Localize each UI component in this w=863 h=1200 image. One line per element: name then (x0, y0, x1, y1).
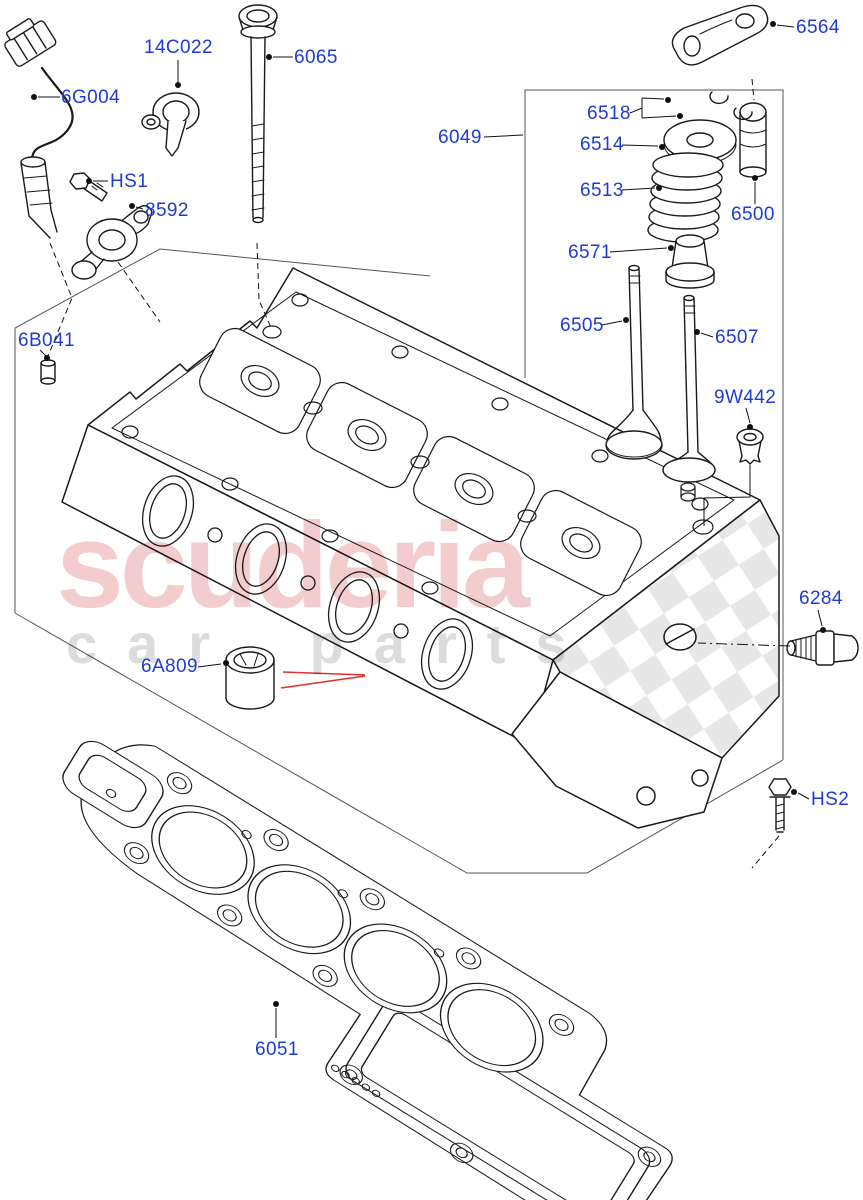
part-6507-exhaust-valve (662, 294, 716, 483)
part-label-6G004: 6G004 (61, 87, 121, 108)
front-ports (141, 475, 474, 690)
leader-dashed-lines (47, 78, 791, 869)
part-8592-sensor (71, 205, 153, 280)
part-label-6507: 6507 (715, 327, 759, 348)
part-14C022-clip (141, 92, 200, 157)
head-gasket-drawing (62, 740, 673, 1200)
part-6065-bolt (238, 4, 278, 224)
part-label-6514: 6514 (580, 134, 624, 155)
leader-lines (38, 24, 823, 1038)
part-label-6065: 6065 (294, 47, 338, 68)
part-label-6A809: 6A809 (141, 656, 198, 677)
part-label-6513: 6513 (580, 180, 624, 201)
part-label-14C022: 14C022 (144, 37, 213, 58)
watermark-subtitle: car parts (66, 612, 597, 675)
part-6500-tappet (739, 102, 767, 178)
part-6513-valve-spring (647, 152, 724, 243)
part-label-6049: 6049 (438, 127, 482, 148)
part-label-6500: 6500 (731, 204, 775, 225)
cylinder-bores (151, 805, 544, 1073)
part-label-8592: 8592 (145, 200, 189, 221)
part-6518-keepers (709, 91, 753, 121)
part-label-6051: 6051 (255, 1039, 299, 1060)
construction-lines (14, 89, 784, 874)
leader-dots (31, 21, 826, 1007)
part-6505-intake-valve (605, 264, 663, 460)
part-6571-valve-seal (665, 234, 715, 289)
part-label-6564: 6564 (796, 17, 840, 38)
part-6564-rocker-arm (671, 4, 769, 66)
part-label-HS2: HS2 (811, 789, 850, 810)
part-6284-plug (786, 630, 859, 666)
highlight-arrow (280, 671, 366, 689)
part-6514-retainer (663, 119, 737, 165)
part-HS1-bolt (69, 172, 108, 202)
part-HS2-bolt (768, 778, 792, 833)
part-label-6B041: 6B041 (18, 330, 75, 351)
part-label-6505: 6505 (560, 315, 604, 336)
part-label-6284: 6284 (799, 588, 843, 609)
part-label-6571: 6571 (568, 242, 612, 263)
part-6A809-cup-plug (225, 646, 275, 710)
part-label-6518: 6518 (587, 103, 631, 124)
part-6G004-sensor (4, 18, 74, 239)
cylinder-head-drawing (61, 267, 780, 829)
watermark-brand: scuderia (56, 497, 530, 633)
deck-towers (121, 293, 714, 597)
part-label-HS1: HS1 (110, 171, 149, 192)
part-6B041-dowel (40, 359, 56, 385)
part-9W442-plug (736, 428, 764, 465)
part-label-9W442: 9W442 (714, 387, 777, 408)
gasket-bolt-holes (105, 772, 662, 1167)
